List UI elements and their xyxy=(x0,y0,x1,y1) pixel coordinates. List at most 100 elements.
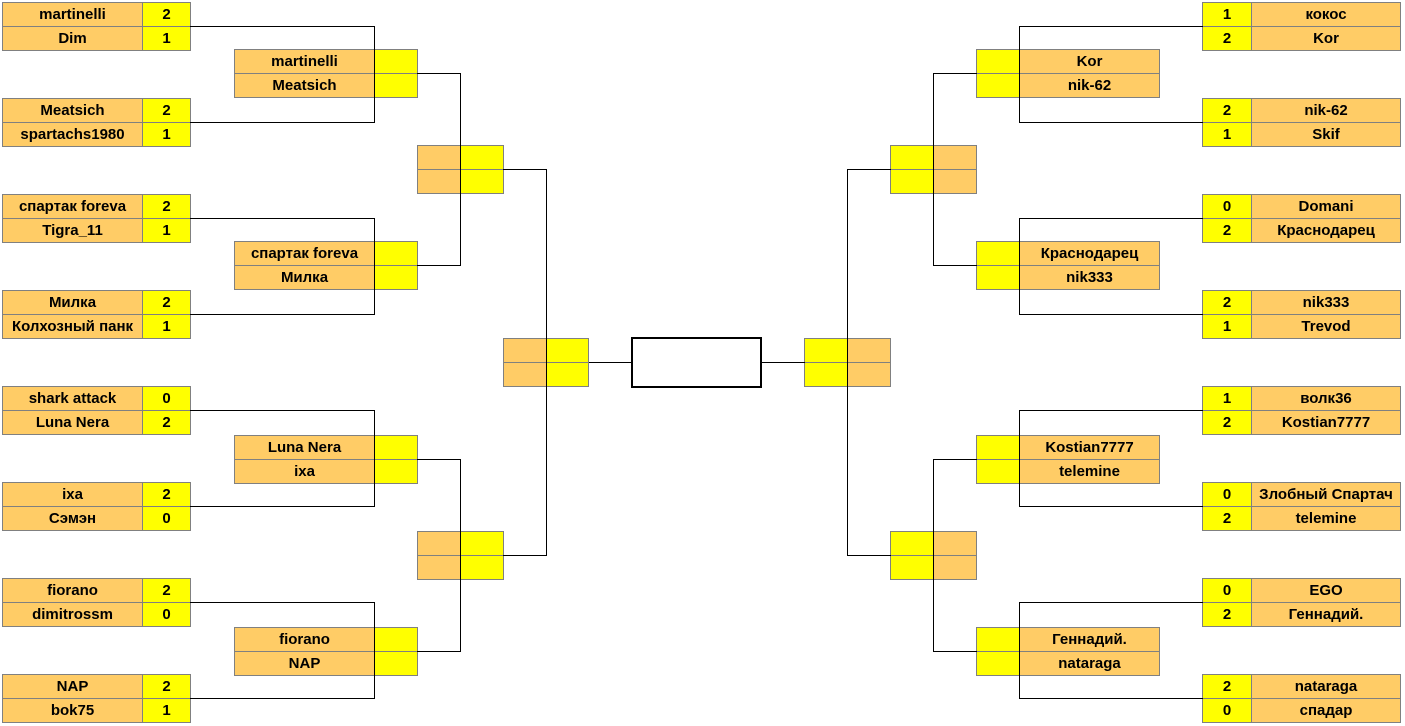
connector-line xyxy=(1019,410,1203,411)
right-r1-m5-p1-score: 1 xyxy=(1202,386,1252,411)
right-r1-m7-p1-score: 0 xyxy=(1202,578,1252,603)
right-r4-m1-p1-name xyxy=(847,338,891,363)
left-r3-m2-p2-score xyxy=(460,555,504,580)
left-r2-m4-p2-name: NAP xyxy=(234,651,375,676)
connector-line xyxy=(190,122,375,123)
right-r2-m4-p1-name: Геннадий. xyxy=(1019,627,1160,652)
right-r1-m8-p1-name: nataraga xyxy=(1251,674,1401,699)
right-r2-m1-p1-name: Kor xyxy=(1019,49,1160,74)
right-r1-m4-p1-name: nik333 xyxy=(1251,290,1401,315)
left-r1-m3-p2-name-text: Tigra_11 xyxy=(42,222,103,239)
right-r2-m3-p1-name-text: Kostian7777 xyxy=(1045,439,1134,456)
left-r2-m1-p1-name-text: martinelli xyxy=(271,53,338,70)
left-r2-m2-p1-name: спартак foreva xyxy=(234,241,375,266)
right-r2-m2-p2-name-text: nik333 xyxy=(1066,269,1113,286)
right-r1-m8-p2-name-text: спадар xyxy=(1299,702,1353,719)
right-r2-m4-p2-score xyxy=(976,651,1020,676)
left-r2-m1-p2-name-text: Meatsich xyxy=(272,77,337,94)
left-r1-m6-p2-score-text: 0 xyxy=(162,510,171,527)
left-r1-m8-p1-name-text: NAP xyxy=(56,678,89,695)
right-r4-m1-p2-score xyxy=(804,362,848,387)
right-r3-m2-p2-name xyxy=(933,555,977,580)
left-r1-m4-p1-name-text: Милка xyxy=(48,294,97,311)
left-r1-m6-p1-name: ixa xyxy=(2,482,143,507)
left-r3-m1-p2-name xyxy=(417,169,461,194)
final-winner-box xyxy=(631,337,762,388)
right-r1-m5-p1-name: волк36 xyxy=(1251,386,1401,411)
connector-line xyxy=(933,265,977,266)
left-r1-m2-p1-name: Meatsich xyxy=(2,98,143,123)
left-r2-m1-p1-name: martinelli xyxy=(234,49,375,74)
left-r1-m1-p2-name-text: Dim xyxy=(58,30,87,47)
right-r2-m2-p1-name-text: Краснодарец xyxy=(1040,245,1139,262)
left-r1-m1-p2-score-text: 1 xyxy=(162,30,171,47)
right-r3-m1-p1-name xyxy=(933,145,977,170)
right-r2-m4-p1-score xyxy=(976,627,1020,652)
connector-line xyxy=(1019,26,1203,27)
left-r1-m2-p1-score-text: 2 xyxy=(162,102,171,119)
left-r1-m1-p1-name: martinelli xyxy=(2,2,143,27)
right-r1-m6-p1-score-text: 0 xyxy=(1222,486,1232,503)
right-r1-m6-p2-score-text: 2 xyxy=(1222,510,1232,527)
left-r2-m1-p2-score xyxy=(374,73,418,98)
right-r1-m7-p2-name-text: Геннадий. xyxy=(1288,606,1364,623)
left-r2-m4-p1-name: fiorano xyxy=(234,627,375,652)
right-r1-m1-p1-name: кокос xyxy=(1251,2,1401,27)
right-r1-m2-p2-score: 1 xyxy=(1202,122,1252,147)
right-r2-m2-p1-name: Краснодарец xyxy=(1019,241,1160,266)
left-r1-m4-p1-score-text: 2 xyxy=(162,294,171,311)
right-r1-m4-p2-name-text: Trevod xyxy=(1301,318,1351,335)
right-r1-m4-p2-name: Trevod xyxy=(1251,314,1401,339)
left-r1-m7-p2-name-text: dimitrossm xyxy=(32,606,113,623)
right-r1-m7-p1-score-text: 0 xyxy=(1222,582,1232,599)
left-r1-m5-p2-score: 2 xyxy=(142,410,191,435)
left-r1-m5-p1-name: shark attack xyxy=(2,386,143,411)
left-r1-m5-p2-name: Luna Nera xyxy=(2,410,143,435)
right-r1-m7-p1-name-text: EGO xyxy=(1309,582,1343,599)
left-r3-m2-p2-name xyxy=(417,555,461,580)
right-r1-m4-p1-name-text: nik333 xyxy=(1302,294,1350,311)
right-r1-m5-p1-score-text: 1 xyxy=(1222,390,1232,407)
left-r1-m2-p2-score-text: 1 xyxy=(162,126,171,143)
left-r4-m1-p2-score xyxy=(546,362,589,387)
left-r1-m4-p1-name: Милка xyxy=(2,290,143,315)
connector-line xyxy=(417,73,461,74)
connector-line xyxy=(1019,218,1020,315)
left-r1-m5-p2-score-text: 2 xyxy=(162,414,171,431)
right-r2-m1-p2-score xyxy=(976,73,1020,98)
left-r2-m1-p2-name: Meatsich xyxy=(234,73,375,98)
right-r3-m2-p1-name xyxy=(933,531,977,556)
left-r1-m7-p2-score: 0 xyxy=(142,602,191,627)
connector-line xyxy=(589,362,632,363)
right-r1-m6-p2-name-text: telemine xyxy=(1295,510,1357,527)
right-r3-m2-p1-score xyxy=(890,531,934,556)
right-r1-m6-p2-name: telemine xyxy=(1251,506,1401,531)
right-r2-m3-p1-score xyxy=(976,435,1020,460)
right-r1-m8-p2-name: спадар xyxy=(1251,698,1401,723)
left-r1-m3-p2-score: 1 xyxy=(142,218,191,243)
left-r2-m3-p1-score xyxy=(374,435,418,460)
right-r1-m7-p2-name: Геннадий. xyxy=(1251,602,1401,627)
left-r1-m2-p1-name-text: Meatsich xyxy=(40,102,105,119)
right-r1-m7-p2-score: 2 xyxy=(1202,602,1252,627)
right-r3-m1-p2-name xyxy=(933,169,977,194)
connector-line xyxy=(1019,602,1203,603)
connector-line xyxy=(933,73,977,74)
left-r1-m3-p1-score-text: 2 xyxy=(162,198,171,215)
right-r2-m1-p1-name-text: Kor xyxy=(1076,53,1103,70)
connector-line xyxy=(1019,410,1020,507)
right-r1-m4-p2-score: 1 xyxy=(1202,314,1252,339)
connector-line xyxy=(417,265,461,266)
right-r1-m3-p1-name: Domani xyxy=(1251,194,1401,219)
right-r1-m4-p2-score-text: 1 xyxy=(1222,318,1232,335)
left-r1-m1-p1-score-text: 2 xyxy=(162,6,171,23)
left-r1-m8-p2-score: 1 xyxy=(142,698,191,723)
right-r1-m5-p2-name-text: Kostian7777 xyxy=(1281,414,1371,431)
left-r1-m8-p1-score: 2 xyxy=(142,674,191,699)
left-r1-m8-p2-name: bok75 xyxy=(2,698,143,723)
right-r1-m3-p2-score: 2 xyxy=(1202,218,1252,243)
right-r1-m3-p2-score-text: 2 xyxy=(1222,222,1232,239)
connector-line xyxy=(374,218,375,315)
right-r2-m4-p1-name-text: Геннадий. xyxy=(1052,631,1127,648)
